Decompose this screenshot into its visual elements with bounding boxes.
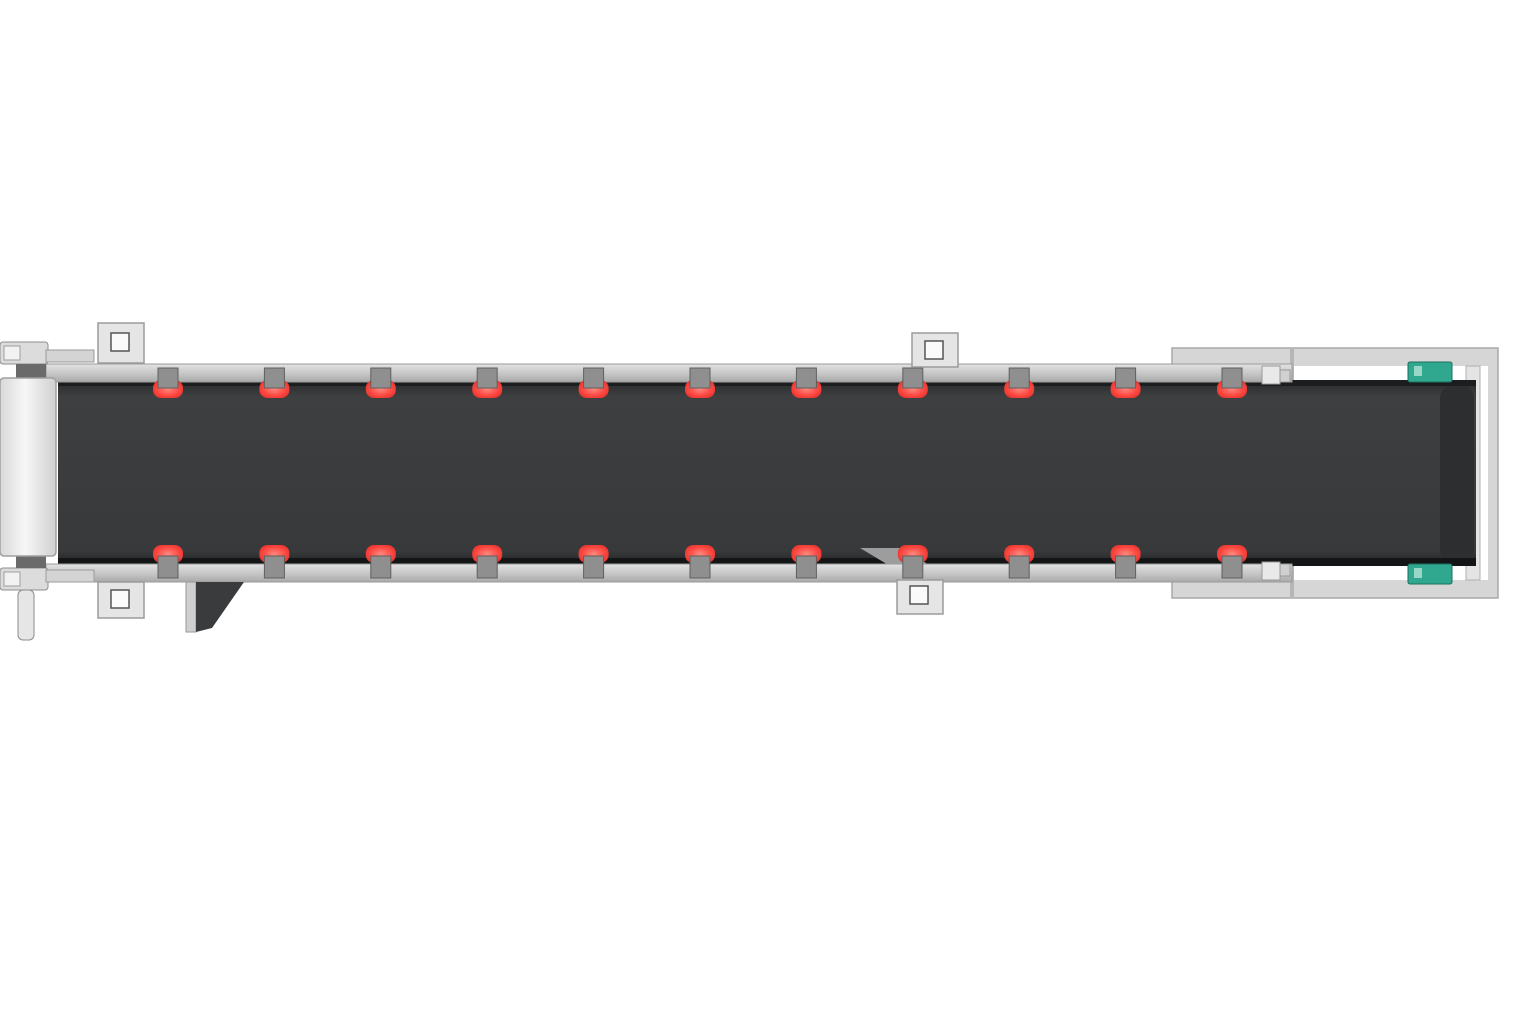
mount-plate-icon [896, 579, 944, 615]
lower-light-row [153, 545, 1247, 579]
upper-light-row [153, 367, 1247, 398]
idler-light-icon [472, 367, 503, 398]
tension-block-icon [1261, 361, 1453, 585]
conveyor-belt [58, 380, 1476, 566]
mount-plate-icon [97, 322, 145, 364]
idler-light-icon [153, 367, 183, 398]
idler-light-icon [1004, 545, 1035, 579]
idler-light-icon [365, 367, 396, 398]
idler-light-icon [685, 367, 715, 398]
drive-roller-icon [0, 341, 95, 641]
mount-plate-icon [97, 581, 145, 619]
idler-light-icon [897, 367, 928, 398]
idler-light-icon [685, 545, 715, 579]
idler-light-icon [153, 545, 183, 579]
idler-light-icon [791, 367, 822, 398]
idler-light-icon [1217, 367, 1247, 398]
lower-rail [45, 563, 1293, 583]
idler-light-icon [897, 545, 928, 579]
idler-light-icon [365, 545, 396, 579]
mount-plate-icon [911, 332, 959, 368]
idler-light-icon [1217, 545, 1247, 579]
support-leg-icon [185, 581, 244, 633]
idler-light-icon [472, 545, 503, 579]
idler-light-icon [578, 545, 609, 579]
idler-light-icon [1110, 545, 1141, 579]
idler-light-icon [1004, 367, 1035, 398]
idler-light-icon [259, 367, 290, 398]
idler-light-icon [578, 367, 609, 398]
idler-light-icon [791, 545, 822, 579]
idler-light-icon [1110, 367, 1141, 398]
idler-light-icon [259, 545, 290, 579]
upper-rail [45, 363, 1293, 383]
